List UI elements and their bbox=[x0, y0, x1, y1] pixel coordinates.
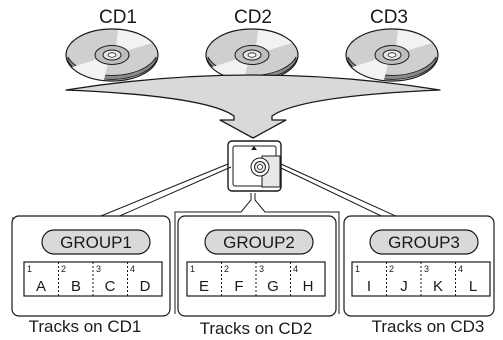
group2-pill bbox=[204, 229, 314, 255]
track-name: D bbox=[140, 278, 151, 295]
group1-label: GROUP1 bbox=[60, 233, 132, 252]
cd3-icon bbox=[345, 28, 439, 82]
track-name: A bbox=[36, 278, 46, 295]
track-name: I bbox=[367, 278, 371, 295]
track-number: 3 bbox=[259, 264, 264, 274]
cd1-label: CD1 bbox=[99, 7, 137, 28]
track-name: K bbox=[433, 278, 443, 295]
cd1-icon bbox=[65, 28, 159, 82]
track-number: 4 bbox=[458, 264, 463, 274]
track-number: 1 bbox=[27, 264, 32, 274]
group3-label: GROUP3 bbox=[388, 233, 460, 252]
merge-arrow-icon bbox=[65, 74, 441, 139]
track-name: B bbox=[71, 278, 81, 295]
track-number: 4 bbox=[130, 264, 135, 274]
track-number: 1 bbox=[355, 264, 360, 274]
track-number: 4 bbox=[293, 264, 298, 274]
track-number: 2 bbox=[224, 264, 229, 274]
track-number: 3 bbox=[96, 264, 101, 274]
cd2-icon bbox=[205, 28, 299, 82]
track-number: 3 bbox=[424, 264, 429, 274]
track-number: 2 bbox=[61, 264, 66, 274]
track-number: 2 bbox=[389, 264, 394, 274]
track-name: J bbox=[400, 278, 408, 295]
cd2-label: CD2 bbox=[234, 7, 272, 28]
group2-caption: Tracks on CD2 bbox=[200, 319, 313, 338]
track-name: H bbox=[303, 278, 314, 295]
track-name: F bbox=[234, 278, 243, 295]
track-dividers bbox=[58, 262, 456, 296]
cd3-label: CD3 bbox=[370, 7, 408, 28]
track-name: C bbox=[105, 278, 116, 295]
track-name: G bbox=[267, 278, 279, 295]
group3-pill bbox=[369, 229, 479, 255]
track-name: E bbox=[199, 278, 209, 295]
track-number: 1 bbox=[190, 264, 195, 274]
group2-label: GROUP2 bbox=[223, 233, 295, 252]
group1-caption: Tracks on CD1 bbox=[29, 317, 142, 336]
track-name: L bbox=[469, 278, 477, 295]
minidisc-icon bbox=[227, 140, 282, 192]
group3-caption: Tracks on CD3 bbox=[372, 317, 485, 336]
group1-pill bbox=[41, 229, 151, 255]
